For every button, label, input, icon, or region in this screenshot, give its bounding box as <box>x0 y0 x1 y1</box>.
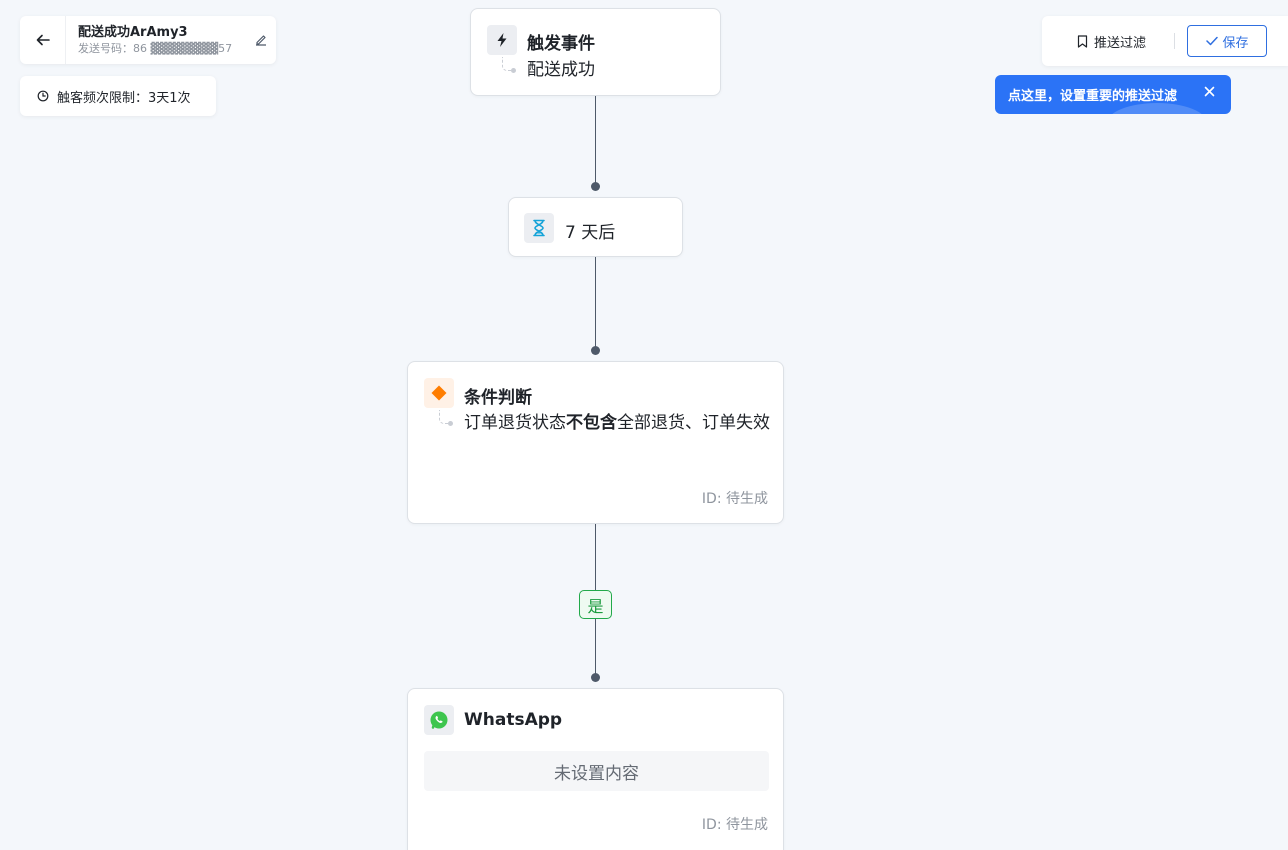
back-button[interactable] <box>20 16 66 64</box>
push-filter-label: 推送过滤 <box>1094 35 1147 51</box>
sender-number: 发送号码：86 ▓▓▓▓▓▓▓▓57 <box>78 41 233 55</box>
trigger-event-node[interactable]: 触发事件 配送成功 <box>470 8 721 96</box>
diamond-icon <box>424 378 454 408</box>
connector-dot <box>591 346 600 355</box>
campaign-title: 配送成功ArAmy3 <box>78 24 188 40</box>
condition-id: ID: 待生成 <box>701 491 768 507</box>
trigger-title: 触发事件 <box>527 34 595 54</box>
campaign-info-card: 配送成功ArAmy3 发送号码：86 ▓▓▓▓▓▓▓▓57 <box>20 16 276 64</box>
close-tooltip-button[interactable] <box>1204 86 1215 101</box>
condition-desc-suffix: 全部退货、订单失效 <box>617 413 770 433</box>
tooltip-glow <box>1107 103 1207 114</box>
whatsapp-id: ID: 待生成 <box>701 817 768 833</box>
condition-node[interactable]: 条件判断 订单退货状态不包含全部退货、订单失效 ID: 待生成 <box>407 361 784 524</box>
tooltip-text: 点这里，设置重要的推送过滤 <box>1008 89 1178 104</box>
condition-desc: 订单退货状态不包含全部退货、订单失效 <box>464 410 774 437</box>
frequency-limit-text: 触客频次限制：3天1次 <box>57 90 191 106</box>
branch-connector <box>439 410 453 426</box>
condition-desc-prefix: 订单退货状态 <box>464 413 566 433</box>
condition-title: 条件判断 <box>464 388 532 408</box>
wait-title: 7 天后 <box>565 223 616 243</box>
yes-branch-badge: 是 <box>579 590 612 619</box>
clock-icon <box>37 90 49 102</box>
frequency-limit-card[interactable]: 触客频次限制：3天1次 <box>20 76 216 116</box>
trigger-desc: 配送成功 <box>527 60 595 80</box>
push-filter-button[interactable]: 推送过滤 <box>1077 32 1146 51</box>
whatsapp-node[interactable]: WhatsApp 未设置内容 ID: 待生成 <box>407 688 784 850</box>
connector-dot <box>591 182 600 191</box>
push-filter-tooltip: 点这里，设置重要的推送过滤 <box>995 75 1231 114</box>
whatsapp-title: WhatsApp <box>464 710 563 730</box>
toolbar-divider <box>1174 33 1176 49</box>
close-icon <box>1204 86 1215 97</box>
toolbar: 推送过滤 保存 <box>1042 16 1288 66</box>
condition-operator: 不包含 <box>566 413 617 433</box>
lightning-icon <box>487 25 517 55</box>
connector-line <box>595 257 596 351</box>
check-icon <box>1205 36 1218 46</box>
wait-node[interactable]: 7 天后 <box>508 197 683 257</box>
pencil-icon <box>256 35 266 46</box>
save-button[interactable]: 保存 <box>1187 25 1268 57</box>
arrow-left-icon <box>36 34 50 46</box>
hourglass-icon <box>524 213 554 243</box>
content-placeholder[interactable]: 未设置内容 <box>424 751 769 791</box>
campaign-info: 配送成功ArAmy3 发送号码：86 ▓▓▓▓▓▓▓▓57 <box>66 24 246 57</box>
connector-line <box>595 96 596 187</box>
connector-dot <box>591 673 600 682</box>
whatsapp-icon <box>424 705 454 735</box>
save-label: 保存 <box>1222 35 1249 51</box>
bookmark-icon <box>1077 34 1088 48</box>
branch-connector <box>502 57 516 73</box>
edit-button[interactable] <box>246 33 276 47</box>
